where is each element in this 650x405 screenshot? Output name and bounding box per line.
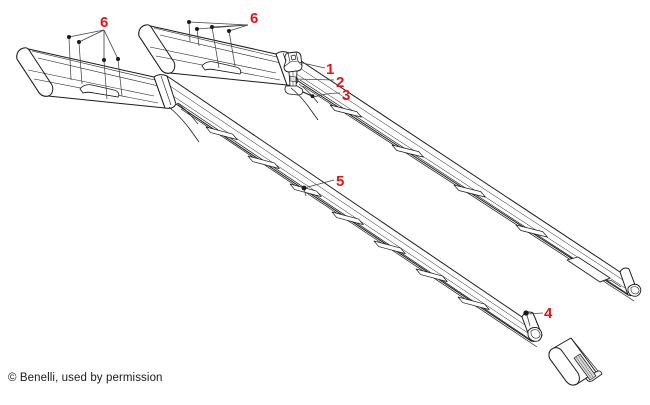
callout-6-left-leader-lines-down <box>68 37 123 100</box>
choke-tube <box>548 337 603 386</box>
copyright-credit: © Benelli, used by permission <box>8 372 163 384</box>
callout-2-label: 2 <box>336 74 344 91</box>
callout-6-right-label: 6 <box>250 10 258 27</box>
lower-barrel-tube <box>166 75 532 342</box>
callout-4-leader <box>526 312 544 327</box>
upper-magazine-tube <box>138 24 288 86</box>
lower-magazine-tube <box>16 47 166 109</box>
callout-5-dot <box>301 185 307 191</box>
callout-6-right-leaders <box>188 21 249 32</box>
upper-barrel-shoulder <box>290 83 319 121</box>
lower-ventilated-rib <box>177 102 538 348</box>
upper-barrel-assembly <box>138 24 642 302</box>
callout-4-dot <box>523 310 529 316</box>
callout-3-label: 3 <box>342 87 350 104</box>
callout-5-label: 5 <box>336 173 344 190</box>
callout-6-right-leader-lines-down <box>188 21 236 69</box>
callout-6-left-label: 6 <box>100 14 108 31</box>
callout-6-left-dots <box>67 35 120 62</box>
lower-muzzle <box>521 311 543 342</box>
callout-1-label: 1 <box>326 61 334 78</box>
callout-4-label: 4 <box>544 305 553 322</box>
upper-muzzle <box>566 256 642 297</box>
callout-2-leader <box>295 78 335 81</box>
callout-6-left-leaders <box>68 29 119 60</box>
callout-3-leader <box>313 92 341 98</box>
lower-barrel-assembly <box>16 47 603 386</box>
callout-1-leader <box>297 61 326 69</box>
lower-barrel-shoulder <box>168 102 200 143</box>
callout-6-right-dots <box>187 20 231 33</box>
